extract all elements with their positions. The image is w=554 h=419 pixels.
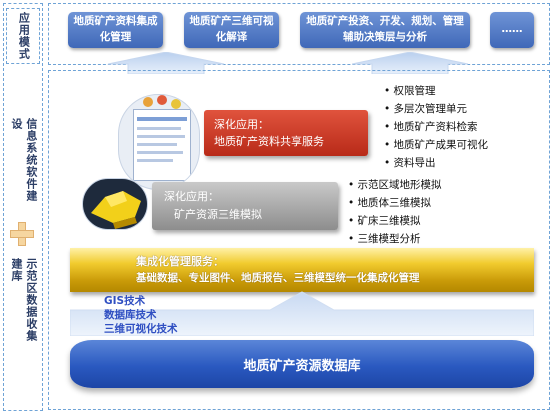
demo-area-label: 示范区数据收集建库	[10, 258, 38, 342]
thumbnail-shared-data	[118, 94, 200, 190]
deep-app-3d-subtitle: 矿产资源三维模拟	[174, 208, 262, 221]
mode-button-2[interactable]: 地质矿产三维可视化解译	[184, 12, 279, 48]
foundation-up-arrow	[70, 291, 534, 336]
3d-feature: 三维模型分析	[348, 230, 442, 248]
integrated-management-bar: 集成化管理服务： 基础数据、专业图件、地质报告、三维模型统一化集成化管理	[70, 248, 534, 292]
mode-button-3[interactable]: 地质矿产投资、开发、规划、管理辅助决策层与分析	[300, 12, 470, 48]
shared-feature: 资料导出	[384, 154, 488, 172]
plus-icon	[10, 222, 34, 246]
tech-3d: 三维可视化技术	[104, 323, 178, 335]
shared-feature: 地质矿产资料检索	[384, 118, 488, 136]
shared-features-list: 权限管理 多层次管理单元 地质矿产资料检索 地质矿产成果可视化 资料导出	[384, 82, 489, 172]
tech-list: GIS技术 数据库技术 三维可视化技术	[104, 294, 178, 336]
mode-button-more[interactable]: ……	[490, 12, 534, 48]
deep-app-3d-box[interactable]: 深化应用： 矿产资源三维模拟	[152, 182, 338, 230]
3d-features-list: 示范区域地形模拟 地质体三维模拟 矿床三维模拟 三维模型分析	[348, 176, 442, 248]
thumbnail-3d-model	[82, 178, 148, 230]
info-system-label: 信息系统软件建设	[10, 118, 38, 202]
integrated-desc: 基础数据、专业图件、地质报告、三维模型统一化集成化管理	[136, 272, 420, 284]
up-arrows	[107, 52, 469, 74]
shared-feature: 地质矿产成果可视化	[384, 136, 489, 154]
up-arrow-1	[107, 52, 225, 74]
app-mode-band	[48, 3, 550, 65]
3d-feature: 地质体三维模拟	[348, 194, 442, 212]
shared-feature: 权限管理	[384, 82, 488, 100]
tech-gis: GIS技术	[104, 295, 146, 307]
up-arrow-2	[351, 52, 469, 74]
deep-app-3d-title: 深化应用：	[164, 190, 219, 203]
deep-app-shared-box[interactable]: 深化应用： 地质矿产资料共享服务	[204, 110, 368, 156]
shared-feature: 多层次管理单元	[384, 100, 488, 118]
database-base[interactable]: 地质矿产资源数据库	[70, 340, 534, 388]
deep-app-shared-title: 深化应用：	[214, 118, 269, 131]
3d-feature: 矿床三维模拟	[348, 212, 442, 230]
left-column	[3, 3, 43, 411]
info-system-band	[48, 70, 550, 410]
tech-database: 数据库技术	[104, 309, 157, 321]
integrated-title: 集成化管理服务：	[136, 255, 224, 268]
mode-button-1[interactable]: 地质矿产资料集成化管理	[68, 12, 163, 48]
app-mode-label: 应用模式	[6, 8, 40, 64]
3d-feature: 示范区域地形模拟	[348, 176, 442, 194]
deep-app-shared-subtitle: 地质矿产资料共享服务	[214, 135, 324, 148]
